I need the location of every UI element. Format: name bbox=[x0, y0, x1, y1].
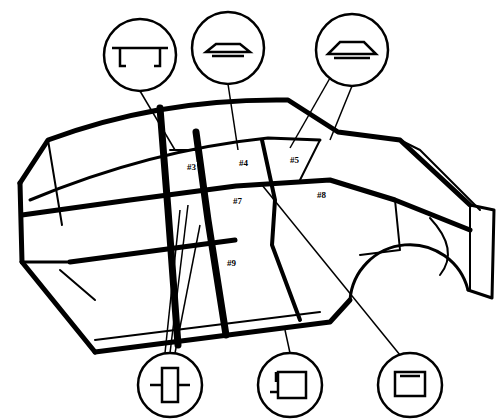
callout-number: #3 bbox=[186, 162, 197, 172]
callout-number: #4 bbox=[238, 158, 249, 168]
callout-number: #8 bbox=[316, 190, 327, 200]
callout-number: #5 bbox=[289, 155, 300, 165]
callout-number: #9 bbox=[226, 258, 237, 268]
callout-number: #7 bbox=[232, 196, 243, 206]
